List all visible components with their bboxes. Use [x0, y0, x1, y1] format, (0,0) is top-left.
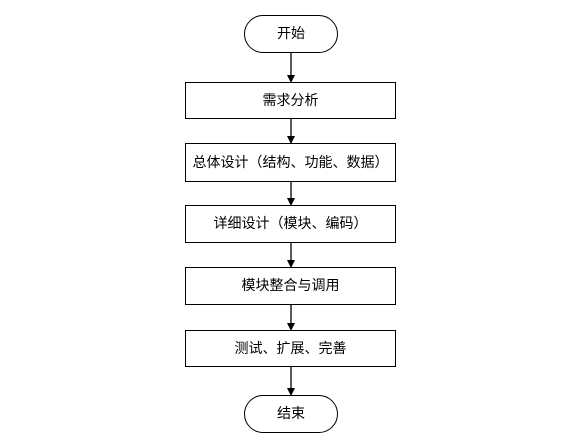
- requirements-analysis-label: 需求分析: [262, 92, 319, 109]
- overall-design-step: 总体设计（结构、功能、数据）: [185, 143, 396, 182]
- start-node: 开始: [244, 15, 338, 53]
- module-integration-label: 模块整合与调用: [241, 278, 340, 294]
- module-integration-step: 模块整合与调用: [185, 267, 396, 305]
- detailed-design-label: 详细设计（模块、编码）: [213, 216, 368, 232]
- testing-label: 测试、扩展、完善: [234, 340, 347, 357]
- requirements-analysis-step: 需求分析: [185, 82, 396, 119]
- start-label: 开始: [277, 26, 305, 42]
- testing-step: 测试、扩展、完善: [185, 330, 396, 367]
- end-label: 结束: [277, 406, 305, 422]
- end-node: 结束: [244, 395, 338, 433]
- overall-design-label: 总体设计（结构、功能、数据）: [192, 154, 389, 171]
- detailed-design-step: 详细设计（模块、编码）: [185, 205, 396, 243]
